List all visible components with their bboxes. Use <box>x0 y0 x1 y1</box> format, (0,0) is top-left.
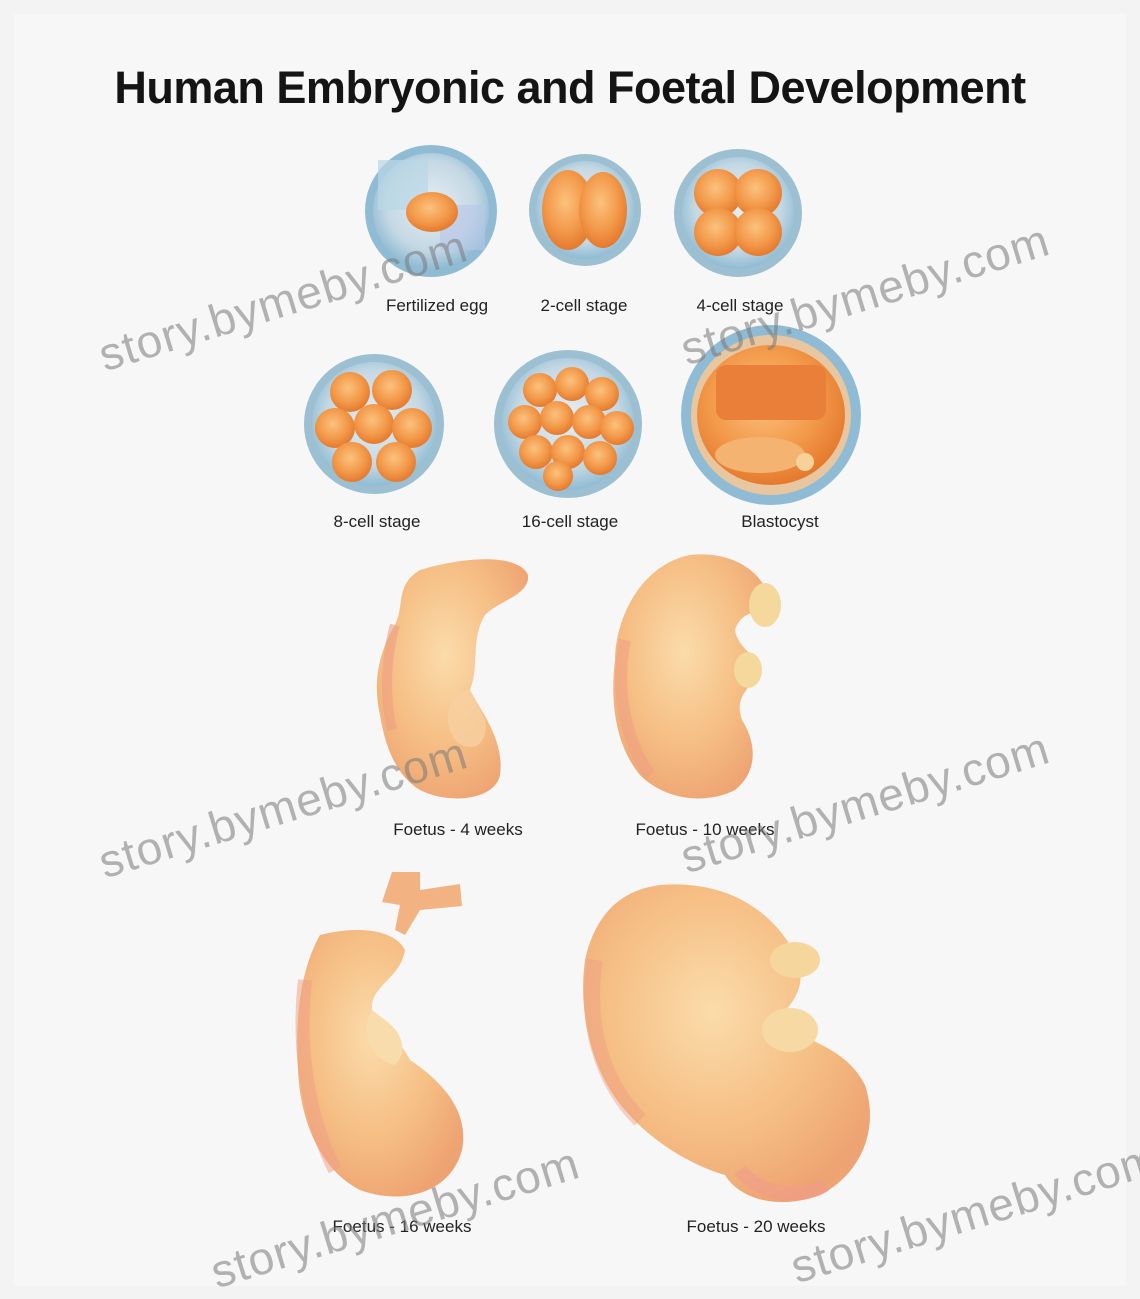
label-8-cell-stage: 8-cell stage <box>334 512 421 532</box>
label-fertilized-egg: Fertilized egg <box>386 296 488 316</box>
label-16-cell-stage: 16-cell stage <box>522 512 618 532</box>
label-2-cell-stage: 2-cell stage <box>541 296 628 316</box>
eight-cell-figure <box>304 354 444 494</box>
foetus-16-weeks-figure <box>297 872 463 1197</box>
sixteen-cell-figure <box>494 350 642 498</box>
label-blastocyst: Blastocyst <box>741 512 818 532</box>
label-foetus-4-weeks: Foetus - 4 weeks <box>393 820 522 840</box>
label-foetus-20-weeks: Foetus - 20 weeks <box>687 1217 826 1237</box>
foetus-20-weeks-figure <box>583 884 870 1202</box>
two-cell-figure <box>529 154 641 266</box>
four-cell-figure <box>674 149 802 277</box>
foetus-10-weeks-figure <box>613 554 781 798</box>
